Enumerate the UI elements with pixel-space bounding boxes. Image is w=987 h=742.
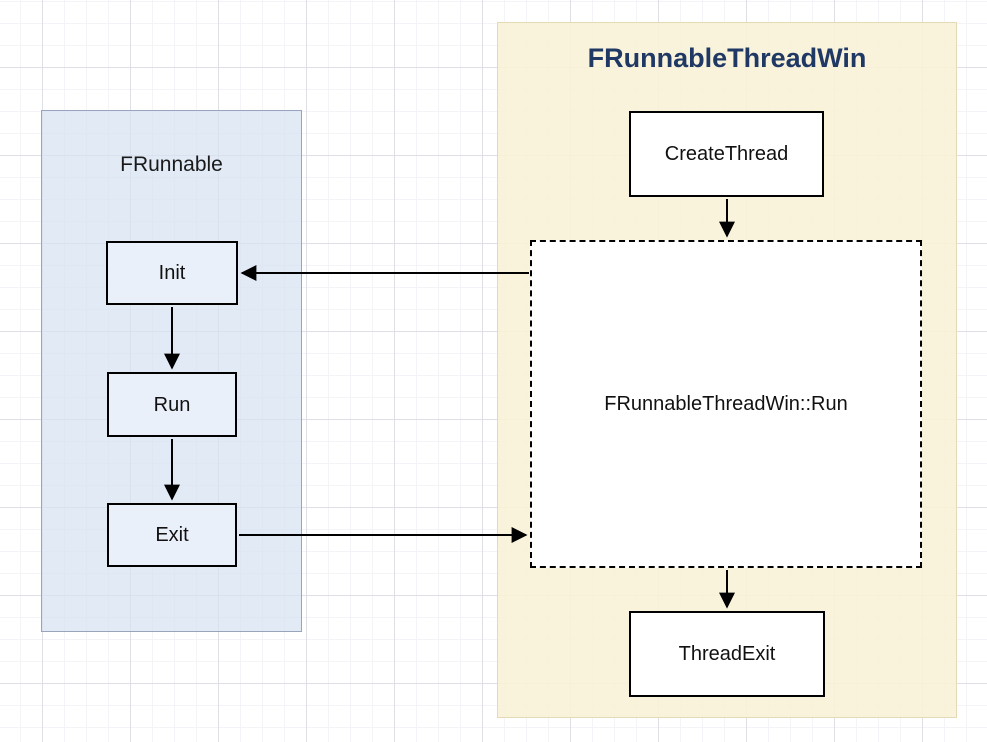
node-create-thread: CreateThread: [629, 111, 824, 197]
frunnablethreadwin-group-title: FRunnableThreadWin: [587, 43, 867, 73]
node-thread-run: FRunnableThreadWin::Run: [530, 240, 922, 568]
node-thread-exit: ThreadExit: [629, 611, 825, 697]
node-create-thread-label: CreateThread: [664, 143, 789, 165]
node-run: Run: [107, 372, 237, 437]
node-thread-run-label: FRunnableThreadWin::Run: [604, 393, 848, 415]
node-init-label: Init: [158, 262, 186, 284]
node-run-label: Run: [153, 393, 191, 416]
node-thread-exit-label: ThreadExit: [678, 643, 776, 665]
node-init: Init: [106, 241, 238, 305]
frunnable-group-title: FRunnable: [120, 153, 223, 176]
node-exit-label: Exit: [155, 524, 189, 546]
node-exit: Exit: [107, 503, 237, 567]
